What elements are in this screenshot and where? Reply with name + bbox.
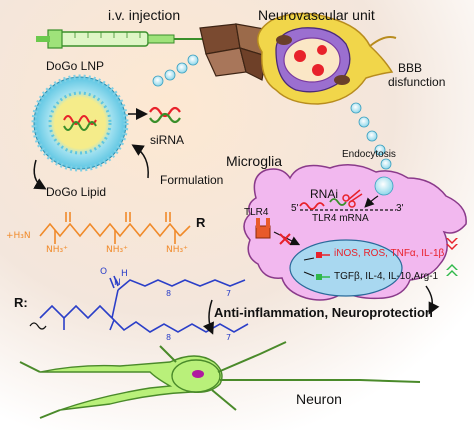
tlr4-mrna-label: TLR4 mRNA	[312, 213, 369, 224]
lipid-arrow	[33, 159, 47, 190]
neuron-label: Neuron	[296, 391, 342, 407]
r-group-structure	[29, 275, 249, 333]
scissors-icon	[342, 189, 363, 208]
formulation-arrow	[131, 144, 149, 179]
gene-markers	[303, 252, 330, 280]
outcome-label: Anti-inflammation, Neuroprotection	[214, 305, 433, 320]
anti-inflammatory-label: TGFβ, IL-4, IL-10,Arg-1	[334, 271, 439, 282]
five-prime-label: 5'	[291, 203, 299, 214]
outcome-arrow	[425, 285, 440, 315]
pro-inflammatory-label: iNOS, ROS, TNFα, IL-1β	[334, 248, 445, 259]
iv-injection-label: i.v. injection	[108, 7, 181, 23]
formulation-label: Formulation	[160, 173, 224, 187]
h-amide-label: H	[121, 269, 128, 279]
tlr4-receptor-icon	[255, 218, 271, 239]
n-amide-label: N	[114, 278, 121, 288]
subscript-7b: 7	[226, 333, 232, 342]
down-arrows-icon	[446, 238, 458, 250]
neurovascular-unit-icon	[257, 12, 397, 105]
h3n-plus-label: +H₃N	[6, 231, 31, 241]
dogo-lnp-particle	[31, 74, 129, 172]
up-arrows-icon	[446, 264, 458, 276]
rnai-label: RNAi	[310, 187, 339, 201]
r-definition-label: R:	[14, 295, 28, 310]
microglia-label: Microglia	[226, 153, 283, 169]
nvu-label: Neurovascular unit	[258, 7, 375, 23]
dogo-lnp-label: DoGo LNP	[46, 59, 105, 73]
sirna-helix-icon	[149, 106, 181, 124]
tlr4-label: TLR4	[244, 207, 269, 218]
nh3-label-a: NH₃⁺	[46, 245, 68, 255]
subscript-7a: 7	[226, 289, 232, 298]
subscript-8a: 8	[166, 289, 172, 298]
disfunction-label: disfunction	[388, 75, 446, 89]
endocytosed-lnp	[374, 176, 394, 196]
dogo-lipid-backbone	[39, 212, 191, 244]
block-x-icon	[279, 233, 291, 245]
neuron-nucleus	[192, 370, 204, 378]
nh3-label-c: NH₃⁺	[166, 245, 188, 255]
to-neuron-arrow	[202, 299, 214, 335]
r-group-label: R	[196, 215, 206, 230]
syringe-icon	[36, 29, 210, 49]
subscript-8b: 8	[166, 333, 172, 342]
tlr4-mrna-strand	[299, 198, 396, 211]
sirna-label: siRNA	[150, 133, 185, 147]
lnp-bubble-trail	[152, 54, 392, 170]
nh3-label-b: NH₃⁺	[106, 245, 128, 255]
neuron-cell	[19, 341, 421, 419]
bbb-label: BBB	[398, 61, 423, 75]
dogo-lipid-label: DoGo Lipid	[46, 185, 107, 199]
endocytosis-label: Endocytosis	[342, 149, 396, 160]
o-amide-label: O	[100, 267, 108, 277]
three-prime-label: 3'	[396, 203, 404, 214]
endocytosis-arrow	[364, 195, 379, 208]
